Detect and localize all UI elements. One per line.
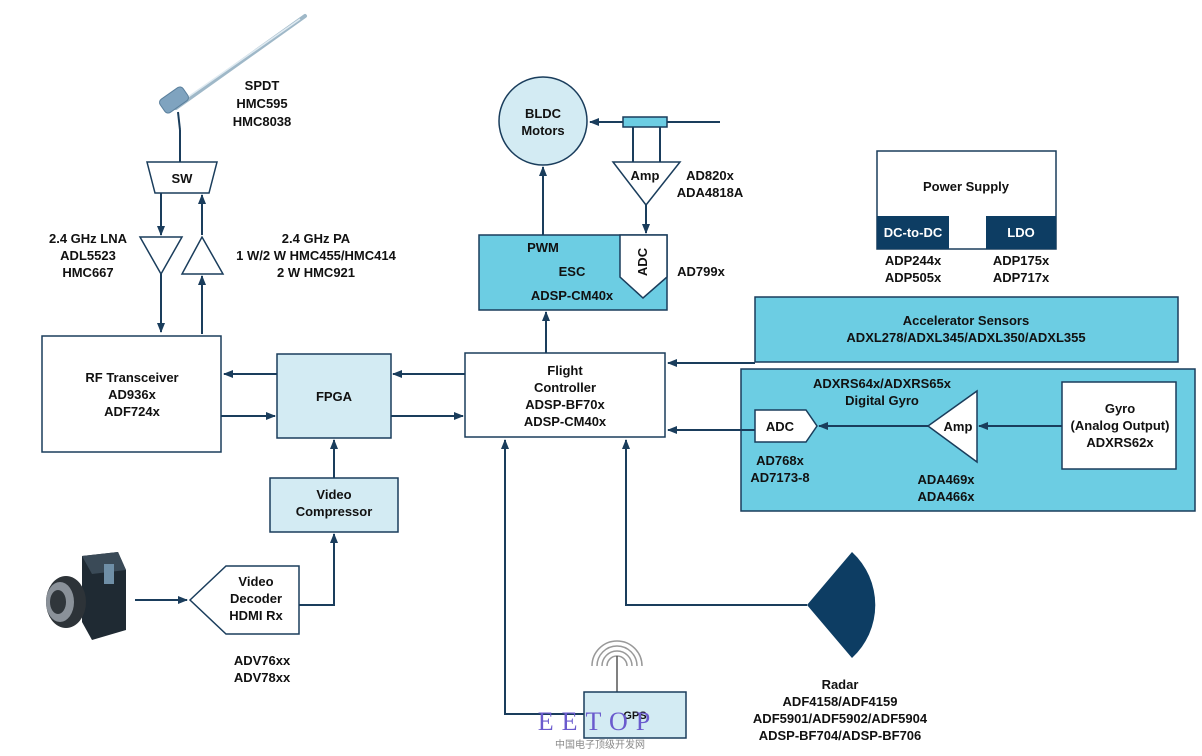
- flight-controller-label: ADSP-CM40x: [524, 414, 607, 429]
- esc-label: ESC: [559, 264, 586, 279]
- bldc-motors-circle: BLDC Motors: [498, 76, 588, 166]
- gyro-group-box: ADXRS64x/ADXRS65x Digital Gyro ADC Amp G…: [740, 368, 1196, 512]
- gps-box: GPS: [583, 691, 687, 739]
- gyro-label: ADXRS62x: [1086, 435, 1154, 450]
- lna-amplifier: [138, 236, 184, 276]
- flight-controller-box: Flight Controller ADSP-BF70x ADSP-CM40x: [464, 352, 666, 438]
- lna-label-line: HMC667: [62, 265, 113, 280]
- amp-gyro-parts-line: ADA469x: [917, 472, 975, 487]
- bldc-label: Motors: [521, 123, 564, 138]
- adc-gyro-parts-line: AD768x: [756, 453, 804, 468]
- dcdc-parts-line: ADP244x: [885, 253, 942, 268]
- video-decoder-label: HDMI Rx: [229, 608, 283, 623]
- lna-label-line: ADL5523: [60, 248, 116, 263]
- dcdc-block: [877, 216, 949, 249]
- flight-controller-label: Flight: [547, 363, 583, 378]
- ldo-parts-line: ADP175x: [993, 253, 1050, 268]
- ldo-block: [986, 216, 1056, 249]
- spdt-label: SPDT HMC595 HMC8038: [233, 78, 292, 129]
- sw-switch: SW: [146, 161, 218, 194]
- video-compressor-box: Video Compressor: [269, 477, 399, 533]
- power-supply-title: Power Supply: [923, 179, 1010, 194]
- dcdc-label: DC-to-DC: [884, 225, 943, 240]
- video-decoder-label: Decoder: [230, 591, 282, 606]
- esc-adc-label: ADC: [635, 247, 650, 276]
- camera-icon: [46, 552, 126, 640]
- amp-gyro-parts-line: ADA466x: [917, 489, 975, 504]
- flight-controller-label: ADSP-BF70x: [525, 397, 605, 412]
- adc-gyro-parts-line: AD7173-8: [750, 470, 809, 485]
- antenna-icon: [159, 14, 307, 131]
- esc-box: PWM ESC ADSP-CM40x ADC: [478, 234, 668, 311]
- spdt-label-line: HMC595: [236, 96, 287, 111]
- radar-label-line: ADSP-BF704/ADSP-BF706: [759, 728, 922, 743]
- amp-gyro-label: Amp: [944, 419, 973, 434]
- video-decoder-box: Video Decoder HDMI Rx: [188, 565, 300, 635]
- accelerator-label: ADXL278/ADXL345/ADXL350/ADXL355: [846, 330, 1085, 345]
- gps-label: GPS: [623, 710, 646, 722]
- spdt-label-line: SPDT: [245, 78, 280, 93]
- rf-transceiver-label: RF Transceiver: [85, 370, 178, 385]
- amp-top-label: Amp: [631, 168, 660, 183]
- fpga-box: FPGA: [276, 353, 392, 439]
- watermark-subtext: 中国电子顶级开发网: [555, 738, 645, 751]
- radar-label: Radar ADF4158/ADF4159 ADF5901/ADF5902/AD…: [753, 677, 928, 743]
- amp-top-parts-label: AD820x ADA4818A: [677, 168, 744, 200]
- esc-pwm-label: PWM: [527, 240, 559, 255]
- accelerator-label: Accelerator Sensors: [903, 313, 1029, 328]
- amp-gyro-amplifier: [926, 389, 978, 464]
- eetop-watermark: EETOP 中国电子顶级开发网: [538, 707, 658, 751]
- pa-label-line: 2 W HMC921: [277, 265, 355, 280]
- adc-gyro-label: ADC: [766, 419, 795, 434]
- rf-transceiver-box: RF Transceiver AD936x ADF724x: [41, 335, 222, 453]
- ad799x-label: AD799x: [677, 264, 725, 279]
- gyro-label: Gyro: [1105, 401, 1135, 416]
- power-supply-box: Power Supply DC-to-DC LDO: [876, 150, 1057, 250]
- accelerator-sensors-box: Accelerator Sensors ADXL278/ADXL345/ADXL…: [754, 296, 1179, 363]
- spdt-label-line: HMC8038: [233, 114, 292, 129]
- amp-top-parts-line: ADA4818A: [677, 185, 744, 200]
- bldc-label: BLDC: [525, 106, 562, 121]
- radar-icon: [807, 552, 876, 658]
- lna-label: 2.4 GHz LNA ADL5523 HMC667: [49, 231, 128, 280]
- esc-adsp-label: ADSP-CM40x: [531, 288, 614, 303]
- dcdc-parts-label: ADP244x ADP505x: [885, 253, 942, 285]
- radar-label-line: ADF4158/ADF4159: [783, 694, 898, 709]
- watermark-text: EETOP: [538, 707, 658, 736]
- esc-adc-block: [619, 234, 668, 300]
- ldo-parts-line: ADP717x: [993, 270, 1050, 285]
- amp-top-parts-line: AD820x: [686, 168, 734, 183]
- digital-gyro-label: Digital Gyro: [845, 393, 919, 408]
- rf-transceiver-label: AD936x: [108, 387, 156, 402]
- radar-label-line: ADF5901/ADF5902/ADF5904: [753, 711, 928, 726]
- rf-transceiver-label: ADF724x: [104, 404, 160, 419]
- shunt-resistor: [622, 116, 668, 128]
- pa-amplifier: [180, 235, 225, 275]
- flight-controller-label: Controller: [534, 380, 596, 395]
- pa-label-line: 2.4 GHz PA: [282, 231, 351, 246]
- video-decoder-label: Video: [238, 574, 273, 589]
- ldo-label: LDO: [1007, 225, 1034, 240]
- ldo-parts-label: ADP175x ADP717x: [993, 253, 1050, 285]
- fpga-label: FPGA: [316, 389, 353, 404]
- adc-gyro-block: [754, 409, 818, 443]
- pa-label: 2.4 GHz PA 1 W/2 W HMC455/HMC414 2 W HMC…: [236, 231, 396, 280]
- digital-gyro-label: ADXRS64x/ADXRS65x: [813, 376, 952, 391]
- pa-label-line: 1 W/2 W HMC455/HMC414: [236, 248, 396, 263]
- video-compressor-label: Compressor: [296, 504, 373, 519]
- gps-signal-icon: [591, 640, 643, 692]
- lna-label-line: 2.4 GHz LNA: [49, 231, 128, 246]
- video-compressor-label: Video: [316, 487, 351, 502]
- sw-label: SW: [172, 171, 194, 186]
- gyro-label: (Analog Output): [1071, 418, 1170, 433]
- amp-top-amplifier: Amp: [611, 161, 682, 207]
- adv-parts-line: ADV76xx: [234, 653, 291, 668]
- radar-label-line: Radar: [822, 677, 859, 692]
- adv-parts-line: ADV78xx: [234, 670, 291, 685]
- dcdc-parts-line: ADP505x: [885, 270, 942, 285]
- adv-parts-label: ADV76xx ADV78xx: [234, 653, 291, 685]
